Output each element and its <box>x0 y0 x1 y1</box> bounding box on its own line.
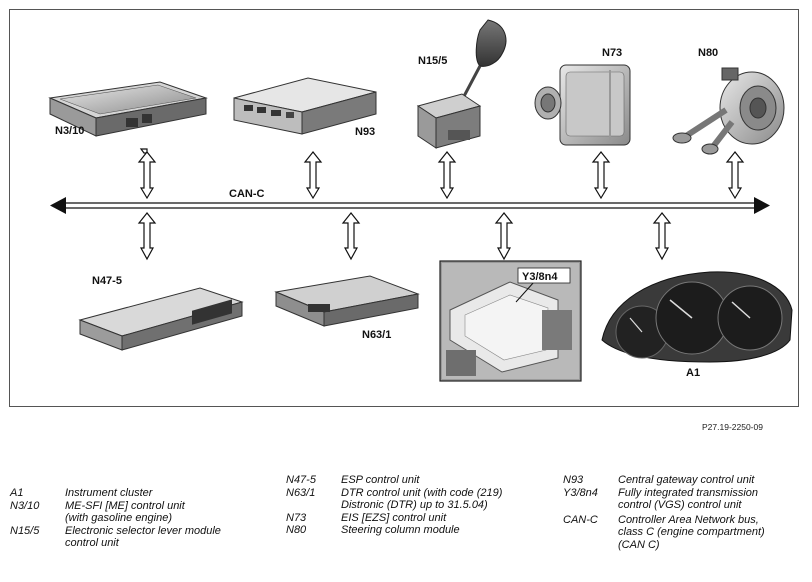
legend-code: A1 <box>10 487 24 499</box>
legend-entry: CAN-C Controller Area Network bus,class … <box>563 514 803 552</box>
legend-desc: EIS [EZS] control unit <box>341 511 447 524</box>
legend-column-2: N47-5 ESP control unit N63/1 DTR control… <box>286 474 546 537</box>
legend-entry: N80 Steering column module <box>286 524 546 537</box>
legend-entry: N93 Central gateway control unit <box>563 474 803 487</box>
legend-entry: A1 Instrument cluster <box>10 487 270 500</box>
label-n73: N73 <box>602 47 622 59</box>
legend-code: CAN-C <box>563 513 598 526</box>
legend-entry: N47-5 ESP control unit <box>286 474 546 487</box>
legend-code: N80 <box>286 524 307 536</box>
n15-5-selector-lever-image <box>416 19 507 149</box>
label-n63-1: N63/1 <box>362 329 391 341</box>
legend-desc: Instrument cluster <box>65 487 153 499</box>
label-n15-5: N15/5 <box>418 55 447 67</box>
legend-column-1: A1 Instrument cluster N3/10 ME-SFI [ME] … <box>10 487 270 550</box>
can-bus-diagram: CAN-C <box>48 19 793 382</box>
legend-entry: N73 EIS [EZS] control unit <box>286 512 546 525</box>
diagram-frame: CAN-C <box>9 9 799 407</box>
n80-steering-column-image <box>672 67 785 155</box>
bus-label: CAN-C <box>229 188 264 200</box>
legend-desc: Steering column module <box>341 524 460 536</box>
legend-code: N3/10 <box>10 499 40 512</box>
label-n93: N93 <box>355 126 375 138</box>
label-n80: N80 <box>698 47 718 59</box>
y3-8n4-label-box <box>517 267 571 284</box>
legend-code: N73 <box>286 511 307 524</box>
connector-n47-5 <box>137 212 157 261</box>
legend-code: Y3/8n4 <box>563 486 598 499</box>
n3-10-control-unit-image <box>48 81 208 137</box>
legend-entry: N63/1 DTR control unit (with code (219)D… <box>286 487 546 512</box>
reference-code: P27.19-2250-09 <box>702 422 763 432</box>
n93-gateway-image <box>233 77 377 135</box>
connector-n63-1 <box>341 212 361 261</box>
legend-column-3: N93 Central gateway control unit Y3/8n4 … <box>563 474 803 551</box>
connector-n15-5 <box>437 151 457 200</box>
legend-code: N47-5 <box>286 474 316 486</box>
legend-code: N63/1 <box>286 486 316 499</box>
legend-desc: ESP control unit <box>341 474 420 486</box>
y3-8n4-vgs-image <box>439 260 582 382</box>
bus-arrowhead-right <box>754 197 770 214</box>
legend-desc: ME-SFI [ME] control unit(with gasoline e… <box>65 499 185 525</box>
n63-1-dtr-image <box>274 275 420 327</box>
legend-code: N15/5 <box>10 524 40 537</box>
label-a1: A1 <box>686 367 700 379</box>
connector-n80 <box>725 151 745 200</box>
connector-n73 <box>591 151 611 200</box>
legend-desc: Central gateway control unit <box>618 474 755 486</box>
connector-arrows <box>137 148 745 261</box>
connector-n93 <box>303 151 323 200</box>
label-y3-8n4: Y3/8n4 <box>522 271 558 283</box>
n73-eis-image <box>534 64 631 146</box>
legend-entry: N3/10 ME-SFI [ME] control unit(with gaso… <box>10 500 270 525</box>
connector-a1 <box>652 212 672 261</box>
a1-instrument-cluster-image <box>601 271 793 363</box>
legend-code: N93 <box>563 474 584 486</box>
n47-5-esp-image <box>78 287 244 351</box>
legend-desc: Controller Area Network bus,class C (eng… <box>618 513 765 551</box>
can-bus-line <box>50 197 770 214</box>
legend-desc: DTR control unit (with code (219)Distron… <box>341 486 503 512</box>
connector-y3-8n4 <box>494 212 514 261</box>
label-n3-10: N3/10 <box>55 125 84 137</box>
connector-n3-10 <box>137 148 157 200</box>
label-n47-5: N47-5 <box>92 275 122 287</box>
bus-arrowhead-left <box>50 197 66 214</box>
